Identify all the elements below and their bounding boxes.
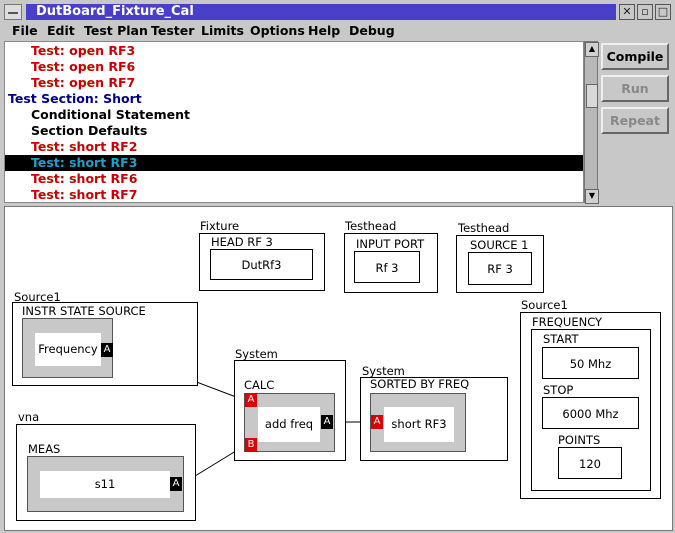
source1-freq-header: FREQUENCY bbox=[532, 315, 603, 329]
start-label: START bbox=[543, 332, 579, 346]
menu-options[interactable]: Options bbox=[250, 23, 305, 38]
window-menu-button[interactable] bbox=[4, 4, 22, 20]
menu-help[interactable]: Help bbox=[308, 23, 341, 38]
source1-freq-group-label: Source1 bbox=[521, 298, 568, 312]
menu-limits[interactable]: Limits bbox=[201, 23, 244, 38]
system-sorted-header: SORTED BY FREQ bbox=[370, 377, 470, 391]
list-item[interactable]: Test: open RF3 bbox=[31, 43, 136, 58]
stop-value[interactable]: 6000 Mhz bbox=[542, 397, 639, 429]
source1-instr-group-label: Source1 bbox=[14, 290, 61, 304]
stop-label: STOP bbox=[543, 383, 574, 397]
system-calc-value: add freq bbox=[258, 407, 320, 442]
vna-group-label: vna bbox=[18, 410, 40, 424]
instr-output-port[interactable]: A bbox=[101, 343, 113, 357]
list-item[interactable]: Test: short RF2 bbox=[31, 139, 138, 154]
testhead-source-group-label: Testhead bbox=[458, 221, 510, 235]
menu-file[interactable]: File bbox=[12, 23, 38, 38]
system-calc-header: CALC bbox=[244, 378, 275, 392]
fixture-value: DutRf3 bbox=[210, 249, 313, 280]
menu-edit[interactable]: Edit bbox=[47, 23, 75, 38]
menu-test-plan[interactable]: Test Plan bbox=[84, 23, 148, 38]
fixture-header: HEAD RF 3 bbox=[211, 235, 273, 249]
sorted-input-port[interactable]: A bbox=[371, 415, 383, 429]
list-scrollbar[interactable]: ▲ ▼ bbox=[584, 41, 599, 204]
repeat-button[interactable]: Repeat bbox=[601, 107, 669, 134]
source1-instr-value: Frequency bbox=[35, 333, 101, 366]
title-bar-fill bbox=[26, 4, 616, 20]
list-item[interactable]: Conditional Statement bbox=[31, 107, 190, 122]
list-item[interactable]: Section Defaults bbox=[31, 123, 148, 138]
list-item[interactable]: Test: open RF6 bbox=[31, 59, 136, 74]
list-item[interactable]: Test: short RF7 bbox=[31, 187, 138, 202]
testhead-source-value: RF 3 bbox=[468, 252, 532, 285]
list-item[interactable]: Test Section: Short bbox=[8, 91, 142, 106]
points-label: POINTS bbox=[558, 433, 601, 447]
testhead-input-value: Rf 3 bbox=[354, 251, 420, 283]
scroll-down-icon[interactable]: ▼ bbox=[585, 189, 599, 204]
run-button[interactable]: Run bbox=[601, 75, 669, 102]
window-title: DutBoard_Fixture_Cal bbox=[36, 4, 194, 19]
minimize-icon[interactable]: ▫ bbox=[637, 4, 653, 20]
calc-input-port-b[interactable]: B bbox=[245, 438, 257, 452]
menu-debug[interactable]: Debug bbox=[349, 23, 395, 38]
testhead-input-header: INPUT PORT bbox=[356, 237, 425, 251]
system-calc-group-label: System bbox=[235, 347, 278, 361]
vna-meas-header: MEAS bbox=[28, 442, 61, 456]
close-icon[interactable]: ✕ bbox=[619, 4, 635, 20]
vna-meas-value: s11 bbox=[40, 471, 170, 498]
scroll-up-icon[interactable]: ▲ bbox=[585, 42, 599, 57]
scrollbar-thumb[interactable] bbox=[586, 84, 598, 108]
system-sorted-group-label: System bbox=[362, 364, 405, 378]
menu-tester[interactable]: Tester bbox=[151, 23, 195, 38]
fixture-group-label: Fixture bbox=[200, 219, 240, 233]
maximize-icon[interactable]: □ bbox=[655, 4, 671, 20]
testhead-source-header: SOURCE 1 bbox=[470, 238, 529, 252]
testhead-input-group-label: Testhead bbox=[345, 219, 397, 233]
source1-instr-header: INSTR STATE SOURCE bbox=[22, 304, 146, 318]
list-item[interactable]: Test: open RF7 bbox=[31, 75, 136, 90]
calc-input-port-a[interactable]: A bbox=[245, 393, 257, 407]
points-value[interactable]: 120 bbox=[558, 447, 622, 479]
start-value[interactable]: 50 Mhz bbox=[542, 347, 639, 379]
system-sorted-value: short RF3 bbox=[384, 407, 454, 442]
calc-output-port[interactable]: A bbox=[321, 415, 333, 429]
compile-button[interactable]: Compile bbox=[601, 43, 669, 70]
list-item[interactable]: Test: short RF6 bbox=[31, 171, 138, 186]
list-item[interactable]: Test: short RF3 bbox=[5, 155, 583, 171]
meas-output-port[interactable]: A bbox=[170, 477, 182, 491]
